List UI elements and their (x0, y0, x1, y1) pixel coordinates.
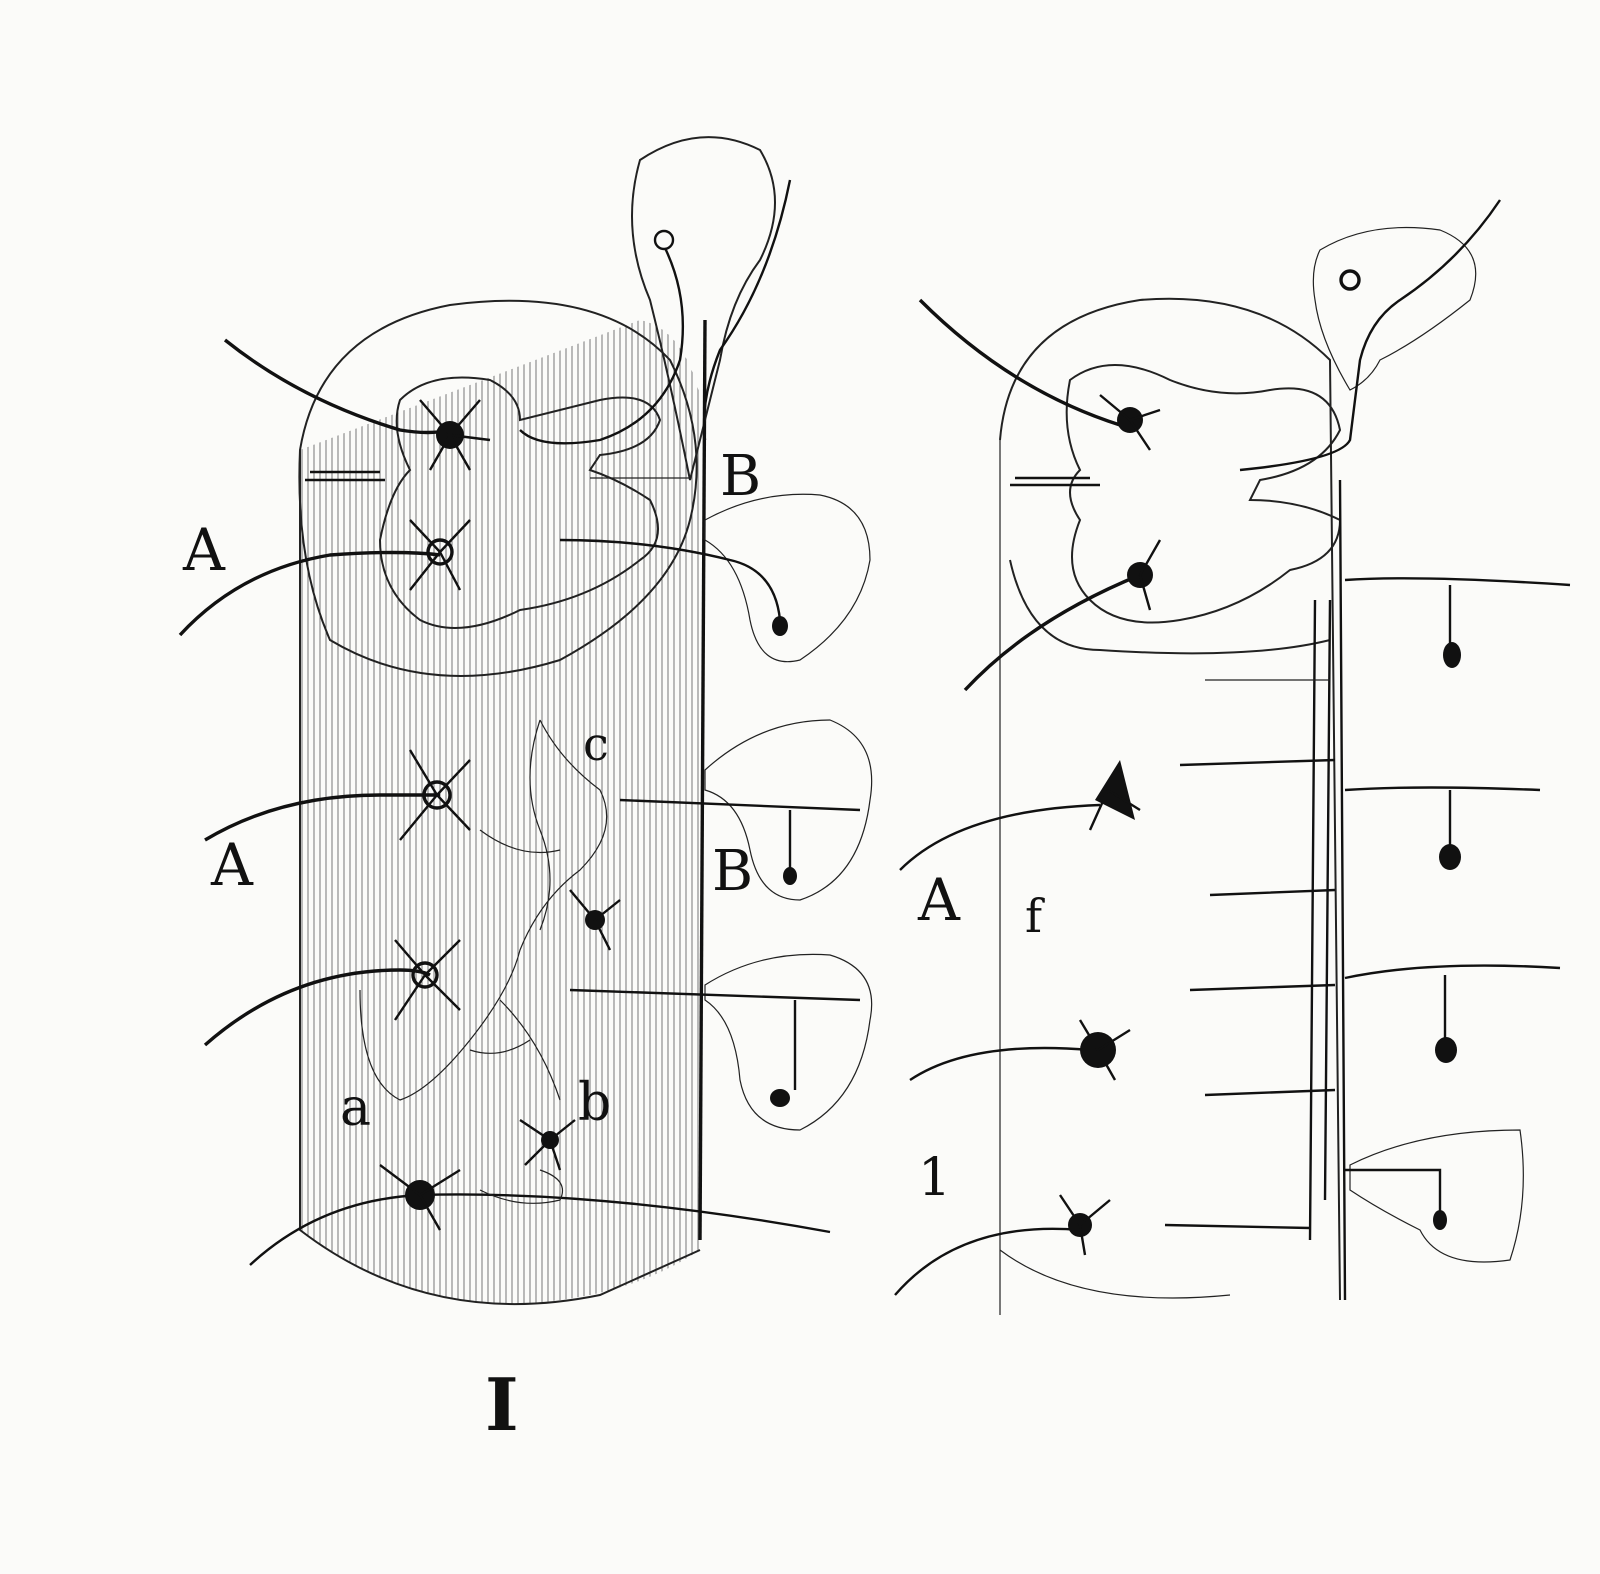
right-bulb-fiber-4 (1345, 1168, 1442, 1215)
right-neuron-cells (1059, 394, 1162, 1256)
right-section-bottom (1009, 559, 1331, 655)
left-anterior-fissure (305, 470, 385, 482)
label-A-right: A (917, 866, 961, 934)
left-cord-outline (299, 450, 701, 1306)
left-cross-section (298, 299, 698, 677)
left-side-ganglion-3 (704, 953, 873, 1131)
right-cord-bottom (999, 1249, 1231, 1299)
left-cord-figure (178, 136, 873, 1306)
label-one: 1 (918, 1148, 951, 1208)
left-root-line (698, 319, 707, 1241)
right-collaterals (1164, 758, 1336, 1230)
left-neuron-cells (379, 399, 621, 1231)
right-bulb-3 (1435, 1037, 1457, 1063)
right-anterior-fissure (1010, 476, 1100, 487)
left-grey-matter (378, 376, 662, 629)
right-bulb-fiber-2 (1344, 786, 1541, 850)
left-cord-body (300, 320, 705, 1304)
right-ganglion-top (1312, 226, 1477, 391)
right-bulb-2 (1439, 844, 1461, 870)
right-dorsal-root (1239, 199, 1501, 472)
right-cord-figure (894, 199, 1571, 1315)
right-axon-A (899, 803, 1101, 871)
left-bulb-fiber-2 (619, 798, 861, 870)
left-side-ganglion-1 (704, 493, 871, 663)
left-bulb-2 (783, 867, 797, 885)
left-axon-bottom (249, 1193, 831, 1266)
left-dorsal-root (702, 179, 792, 441)
diagram-labels: A A A B B a b c f I 1 (182, 444, 1045, 1447)
label-A-top-left: A (182, 516, 226, 584)
left-axon-A2 (204, 793, 440, 842)
label-B-top: B (720, 444, 761, 509)
left-bulb-fiber-3 (569, 988, 861, 1090)
label-roman-I: I (485, 1362, 519, 1447)
right-cord-outline (999, 297, 1341, 1301)
right-longitudinal-fibers (1308, 479, 1347, 1301)
left-ganglion-top (631, 136, 776, 481)
left-ganglion-cell-top (653, 229, 675, 251)
label-A-mid-left: A (210, 831, 254, 899)
label-a: a (340, 1078, 371, 1138)
right-bulb-fiber-3 (1344, 964, 1561, 1045)
right-axon-top (918, 298, 1121, 427)
label-B-mid: B (712, 839, 753, 904)
right-side-ganglion-bottom (1349, 1129, 1524, 1263)
right-axon-mid (963, 573, 1141, 692)
label-b: b (578, 1073, 611, 1133)
left-axon-A3 (203, 968, 431, 1047)
right-axon-bottom (894, 1227, 1081, 1296)
right-bulb-fiber-1 (1344, 577, 1571, 650)
left-bulb-1 (772, 616, 788, 636)
left-bulb-fiber-1 (559, 538, 782, 621)
label-f: f (1025, 889, 1045, 943)
left-side-ganglion-2 (704, 719, 873, 901)
left-ganglion-axon (519, 247, 685, 445)
label-c: c (583, 717, 609, 771)
right-grey-matter (1065, 364, 1342, 624)
right-axon-lower (909, 1046, 1091, 1081)
left-axon-A1-top (223, 338, 451, 435)
left-axon-A1-bottom (178, 550, 441, 637)
right-ganglion-cell (1339, 269, 1361, 291)
right-bulb-1 (1443, 642, 1461, 668)
left-dendrite-network (359, 719, 608, 1204)
right-bulb-4 (1433, 1210, 1447, 1230)
left-bulb-3 (770, 1089, 790, 1107)
